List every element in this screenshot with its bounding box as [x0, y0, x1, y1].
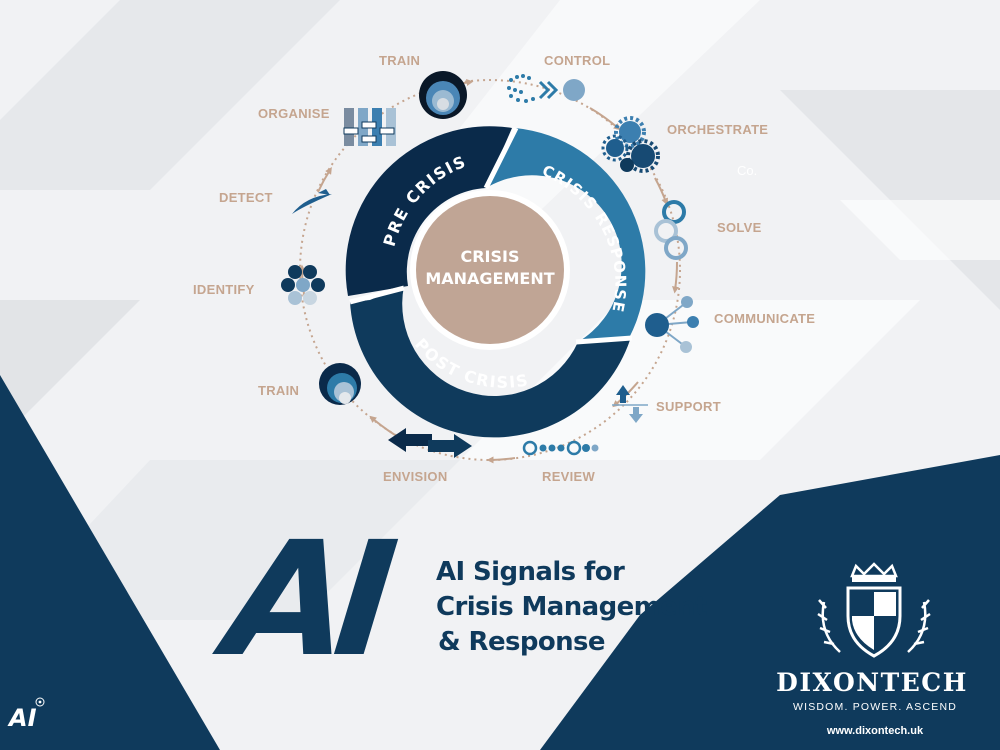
- orchestrate-icon: [601, 116, 660, 173]
- navy-corner-left: [0, 375, 220, 750]
- stage-label-orchestrate: ORCHESTRATE: [667, 122, 769, 137]
- review-icon: [522, 440, 599, 456]
- train-bottom-icon: [319, 363, 361, 405]
- stage-label-communicate: COMMUNICATE: [714, 311, 816, 326]
- ai-logo-mark: AI: [218, 508, 391, 692]
- headline-line-3: & Response: [438, 627, 606, 657]
- identify-icon: [281, 265, 325, 305]
- solve-icon: [654, 200, 688, 260]
- stage-label-envision: ENVISION: [383, 469, 448, 484]
- stage-label-detect: DETECT: [219, 190, 273, 205]
- ghost-text: Co.: [737, 163, 758, 178]
- navy-corner-right: [540, 455, 1000, 750]
- brand-tagline: WISDOM. POWER. ASCEND: [792, 701, 958, 713]
- organise-icon: [343, 108, 396, 146]
- communicate-icon: [645, 296, 699, 353]
- registered-mark-icon: [35, 697, 45, 707]
- phase-segment-crisis-response: [486, 128, 646, 342]
- center-label-line1: CRISIS: [460, 247, 519, 266]
- support-icon: [612, 385, 648, 423]
- stage-label-train-bottom: TRAIN: [258, 383, 300, 398]
- headline-line-1: AI Signals for: [436, 557, 625, 587]
- headline-line-2: Crisis Management: [436, 592, 708, 622]
- train-top-icon: [419, 71, 467, 119]
- phase-segment-pre-crisis: [345, 126, 512, 296]
- stage-label-organise: ORGANISE: [258, 106, 330, 121]
- center-label-line2: MANAGEMENT: [425, 269, 554, 288]
- dixontech-crest-icon: [817, 562, 931, 658]
- headline: AI Signals for Crisis Management & Respo…: [436, 555, 708, 660]
- detect-icon: [292, 189, 332, 214]
- ai-corner-logo: AI: [9, 704, 37, 732]
- stage-label-train-top: TRAIN: [379, 53, 421, 68]
- control-icon: [507, 74, 585, 103]
- center-circle: [416, 196, 564, 344]
- stage-label-solve: SOLVE: [717, 220, 762, 235]
- stage-label-support: SUPPORT: [656, 399, 721, 414]
- phase-segment-post-crisis: [350, 286, 630, 438]
- crisis-cycle-diagram: PRE CRISIS CRISIS RESPONSE POST CRISIS C…: [281, 71, 699, 464]
- brand-url[interactable]: www.dixontech.uk: [826, 725, 924, 737]
- envision-icon: [388, 428, 472, 458]
- stage-label-review: REVIEW: [542, 469, 596, 484]
- stage-label-identify: IDENTIFY: [193, 282, 255, 297]
- stage-label-control: CONTROL: [544, 53, 611, 68]
- brand-name: DIXONTECH: [776, 668, 968, 697]
- outer-track: [299, 79, 681, 461]
